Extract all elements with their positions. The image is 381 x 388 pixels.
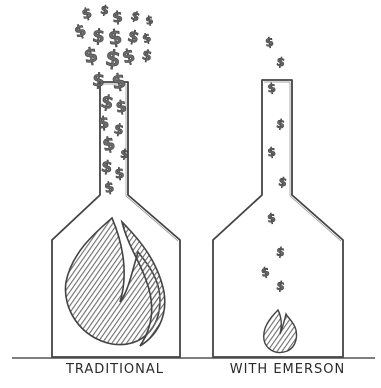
emerson-dollar-icon: $ <box>266 211 276 226</box>
large-flame-icon <box>65 218 164 346</box>
traditional-dollar-icon: $ <box>97 113 110 133</box>
small-flame-icon <box>264 310 297 353</box>
traditional-dollar-icon: $ <box>103 179 115 196</box>
traditional-dollar-icon: $ <box>126 26 142 47</box>
emerson-dollar-icon: $ <box>277 174 288 189</box>
emerson-dollar-icon: $ <box>275 117 285 132</box>
emerson-dollar-icon: $ <box>260 264 271 279</box>
traditional-dollar-icon: $ <box>99 91 116 114</box>
traditional-dollar-icon: $ <box>129 8 142 24</box>
traditional-dollar-icon: $ <box>110 68 128 94</box>
traditional-dollar-icon: $ <box>140 47 153 65</box>
traditional-dollar-icon: $ <box>120 45 138 69</box>
money-escaping-traditional: $$$$$$$$$$$$$$$$$$$$$$$$$ <box>72 2 155 196</box>
emerson-dollar-icon: $ <box>267 81 277 96</box>
traditional-dollar-icon: $ <box>72 20 89 42</box>
traditional-dollar-icon: $ <box>114 166 125 183</box>
emerson-dollar-icon: $ <box>267 145 277 160</box>
traditional-dollar-icon: $ <box>140 30 153 46</box>
traditional-dollar-icon: $ <box>113 121 125 138</box>
caption-traditional: TRADITIONAL <box>25 362 205 377</box>
money-escaping-emerson: $$$$$$$$$$ <box>260 35 288 294</box>
caption-with-emerson: WITH EMERSON <box>200 362 375 377</box>
emerson-dollar-icon: $ <box>276 245 286 260</box>
emerson-dollar-icon: $ <box>275 279 285 294</box>
traditional-dollar-icon: $ <box>99 2 110 17</box>
traditional-dollar-icon: $ <box>91 70 105 92</box>
traditional-dollar-icon: $ <box>144 13 154 27</box>
traditional-dollar-icon: $ <box>120 147 130 162</box>
emerson-dollar-icon: $ <box>275 54 286 69</box>
emerson-dollar-icon: $ <box>264 35 274 50</box>
traditional-dollar-icon: $ <box>100 156 114 176</box>
